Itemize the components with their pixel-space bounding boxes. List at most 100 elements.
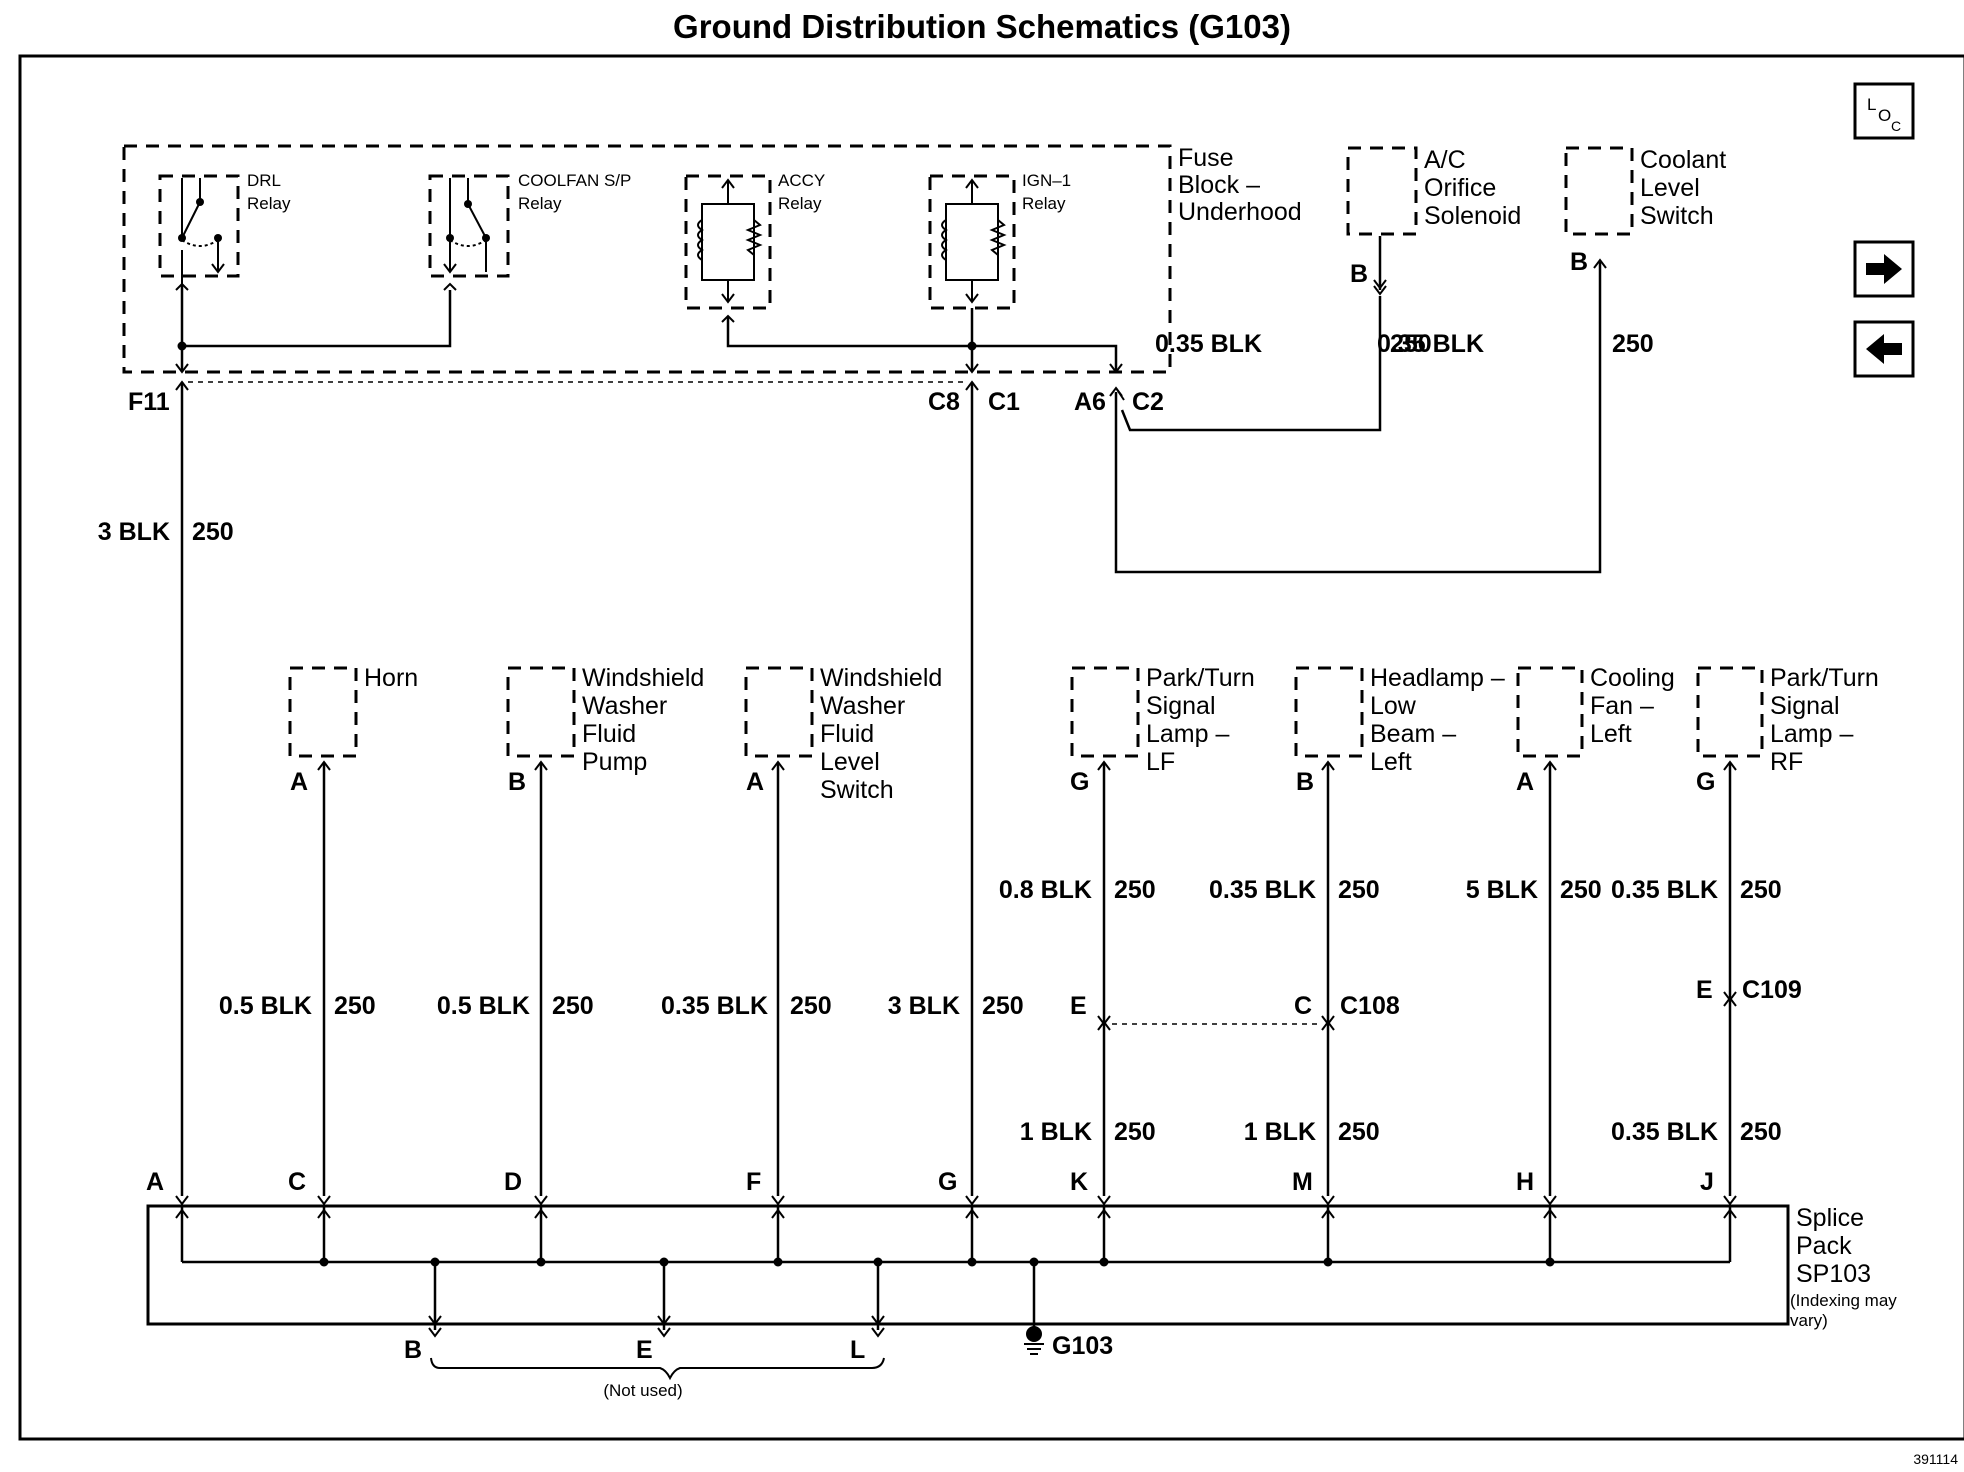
svg-text:Park/Turn: Park/Turn bbox=[1770, 664, 1879, 692]
wire-ac-solenoid bbox=[1120, 296, 1382, 432]
fuse-block-internal-wiring bbox=[175, 282, 1123, 383]
svg-text:L: L bbox=[1867, 95, 1876, 114]
lamp-lf-pin: G bbox=[1070, 768, 1089, 796]
arrow-right-icon bbox=[1866, 254, 1902, 284]
sp-pin-k: K bbox=[1070, 1168, 1088, 1196]
drl-relay: DRL Relay bbox=[158, 171, 291, 284]
accy-relay-name: ACCY bbox=[778, 171, 825, 190]
sp-pin-h: H bbox=[1516, 1168, 1534, 1196]
svg-text:Park/Turn: Park/Turn bbox=[1146, 664, 1255, 692]
svg-text:LF: LF bbox=[1146, 748, 1175, 776]
horn: Horn A 0.5 BLK 250 bbox=[219, 664, 418, 1196]
headlamp-pin: B bbox=[1296, 768, 1314, 796]
svg-text:Switch: Switch bbox=[1640, 202, 1714, 230]
svg-text:RF: RF bbox=[1770, 748, 1803, 776]
svg-text:Level: Level bbox=[820, 748, 880, 776]
lower-wire-k-size: 1 BLK bbox=[1020, 1118, 1092, 1146]
lower-wire-j-circuit: 250 bbox=[1740, 1118, 1782, 1146]
svg-text:Fan –: Fan – bbox=[1590, 692, 1654, 720]
sp-pin-e: E bbox=[636, 1336, 653, 1364]
previous-page-button[interactable] bbox=[1853, 320, 1915, 378]
sp-pin-a: A bbox=[146, 1168, 164, 1196]
sp-pin-b: B bbox=[404, 1336, 422, 1364]
coolant-switch-pin: B bbox=[1570, 248, 1588, 276]
horn-pin: A bbox=[290, 768, 308, 796]
ign1-relay: IGN–1 Relay bbox=[928, 171, 1071, 310]
headlamp-circuit: 250 bbox=[1338, 876, 1380, 904]
svg-text:Washer: Washer bbox=[820, 692, 905, 720]
park-turn-lamp-lf: Park/Turn Signal Lamp – LF G 0.8 BLK 250 bbox=[999, 664, 1255, 1196]
wire-f11-size: 3 BLK bbox=[98, 518, 170, 546]
lamp-rf-wire: 0.35 BLK bbox=[1611, 876, 1718, 904]
not-used-bracket bbox=[430, 1357, 885, 1381]
washer-fluid-level-switch: Windshield Washer Fluid Level Switch A 0… bbox=[661, 664, 942, 1196]
svg-text:Fluid: Fluid bbox=[820, 720, 874, 748]
sp-pin-m: M bbox=[1292, 1168, 1313, 1196]
pin-c2: C2 bbox=[1132, 388, 1164, 416]
wire-coolant-switch bbox=[1114, 262, 1602, 574]
fuse-block-underhood: Fuse Block – Underhood bbox=[122, 144, 1302, 374]
lower-wire-k-circuit: 250 bbox=[1114, 1118, 1156, 1146]
sp-pin-l: L bbox=[850, 1336, 865, 1364]
horn-wire: 0.5 BLK bbox=[219, 992, 312, 1020]
washer-fluid-pump: Windshield Washer Fluid Pump B 0.5 BLK 2… bbox=[437, 664, 704, 1196]
svg-text:Signal: Signal bbox=[1146, 692, 1216, 720]
fuse-block-label-3: Underhood bbox=[1178, 198, 1302, 226]
svg-text:A/C: A/C bbox=[1424, 146, 1466, 174]
washer-pump-wire: 0.5 BLK bbox=[437, 992, 530, 1020]
c109-pin-e: E bbox=[1696, 976, 1713, 1004]
ign1-relay-sub: Relay bbox=[1022, 194, 1066, 213]
svg-text:Cooling: Cooling bbox=[1590, 664, 1675, 692]
washer-switch-wire: 0.35 BLK bbox=[661, 992, 768, 1020]
pin-c8: C8 bbox=[928, 388, 960, 416]
svg-text:Pump: Pump bbox=[582, 748, 647, 776]
washer-pump-circuit: 250 bbox=[552, 992, 594, 1020]
svg-text:(Indexing may: (Indexing may bbox=[1790, 1291, 1897, 1310]
fuse-block-label-2: Block – bbox=[1178, 171, 1260, 199]
coolant-level-switch: Coolant Level Switch B 0.35 BLK 250 bbox=[1377, 146, 1726, 358]
not-used-label: (Not used) bbox=[603, 1381, 682, 1400]
splice-pack-sp103: Splice Pack SP103 (Indexing may vary) bbox=[146, 1195, 1897, 1338]
coolfan-relay-name: COOLFAN S/P bbox=[518, 171, 631, 190]
c108-pin-c: C bbox=[1294, 992, 1312, 1020]
washer-pump-pin: B bbox=[508, 768, 526, 796]
svg-text:Fluid: Fluid bbox=[582, 720, 636, 748]
ground-label: G103 bbox=[1052, 1332, 1113, 1360]
drl-relay-name: DRL bbox=[247, 171, 281, 190]
horn-circuit: 250 bbox=[334, 992, 376, 1020]
accy-relay-sub: Relay bbox=[778, 194, 822, 213]
pin-a6: A6 bbox=[1074, 388, 1106, 416]
park-turn-lamp-rf: Park/Turn Signal Lamp – RF G 0.35 BLK 25… bbox=[1611, 664, 1879, 1196]
connector-c109: E C109 bbox=[1696, 976, 1802, 1007]
lamp-lf-wire: 0.8 BLK bbox=[999, 876, 1092, 904]
ground-g103-icon bbox=[1024, 1326, 1044, 1355]
svg-text:vary): vary) bbox=[1790, 1311, 1828, 1330]
svg-text:Horn: Horn bbox=[364, 664, 418, 692]
svg-text:Windshield: Windshield bbox=[582, 664, 704, 692]
sp-pin-d: D bbox=[504, 1168, 522, 1196]
wire-c8-circuit: 250 bbox=[982, 992, 1024, 1020]
wire-c8-size: 3 BLK bbox=[888, 992, 960, 1020]
svg-text:Left: Left bbox=[1590, 720, 1632, 748]
next-page-button[interactable] bbox=[1853, 240, 1915, 298]
svg-text:Washer: Washer bbox=[582, 692, 667, 720]
drl-relay-sub: Relay bbox=[247, 194, 291, 213]
lower-wire-m-size: 1 BLK bbox=[1244, 1118, 1316, 1146]
cooling-fan-left: Cooling Fan – Left A 5 BLK 250 bbox=[1466, 664, 1675, 1196]
figure-id: 391114 bbox=[1913, 1451, 1958, 1467]
cooling-fan-wire: 5 BLK bbox=[1466, 876, 1538, 904]
coolfan-relay-sub: Relay bbox=[518, 194, 562, 213]
washer-switch-circuit: 250 bbox=[790, 992, 832, 1020]
wire-f11-circuit: 250 bbox=[192, 518, 234, 546]
c108-name: C108 bbox=[1340, 992, 1400, 1020]
loc-button[interactable]: L O C bbox=[1853, 82, 1915, 140]
washer-switch-pin: A bbox=[746, 768, 764, 796]
pin-f11: F11 bbox=[128, 388, 170, 416]
svg-text:Orifice: Orifice bbox=[1424, 174, 1496, 202]
sp-pin-f: F bbox=[746, 1168, 761, 1196]
connector-c108: E C C108 bbox=[1070, 992, 1400, 1031]
diagram-frame bbox=[18, 54, 1964, 1441]
svg-text:O: O bbox=[1878, 106, 1891, 125]
svg-text:Solenoid: Solenoid bbox=[1424, 202, 1521, 230]
